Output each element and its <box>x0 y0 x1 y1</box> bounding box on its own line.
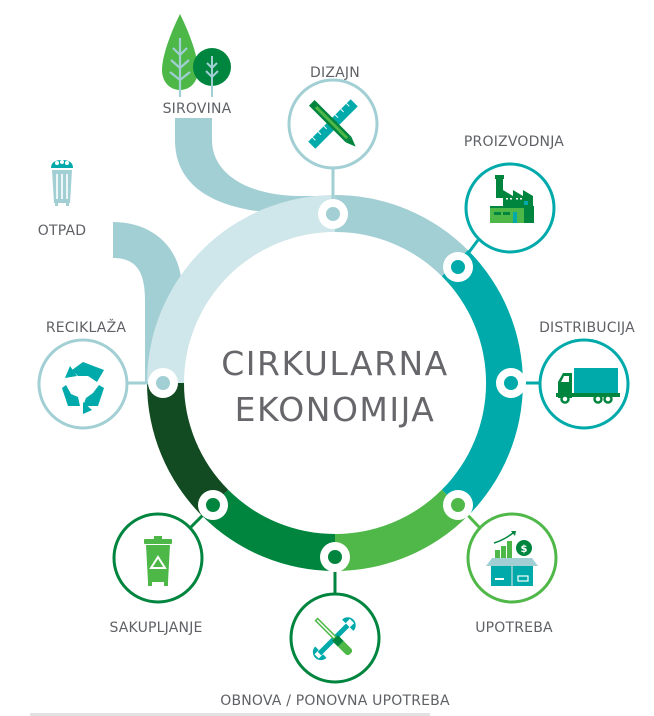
svg-text:$: $ <box>521 544 528 555</box>
obnova-label: OBNOVA / PONOVNA UPOTREBA <box>220 693 450 709</box>
sakupljanje-label: SAKUPLJANJE <box>109 620 202 636</box>
stage-distribucija[interactable]: DISTRIBUCIJA <box>538 320 635 430</box>
tools-icon <box>312 617 356 661</box>
recycle-icon <box>62 362 104 414</box>
stage-upotreba[interactable]: $ UPOTREBA <box>466 512 558 636</box>
ring-segment-sakupljanje-reciklaza <box>147 383 229 516</box>
trees-icon <box>162 14 231 97</box>
truck-icon <box>556 368 620 404</box>
distribucija-label: DISTRIBUCIJA <box>539 320 635 336</box>
clipped-caption <box>30 713 430 716</box>
center-title-line2: EKONOMIJA <box>235 390 436 429</box>
stage-obnova[interactable]: OBNOVA / PONOVNA UPOTREBA <box>220 592 450 709</box>
box-growth-icon: $ <box>486 531 538 586</box>
stage-reciklaza[interactable]: RECIKLAŽA <box>37 318 129 430</box>
ring-segment-dizajn-proizvodnja <box>335 195 468 277</box>
ring-nodes <box>148 199 526 572</box>
ring-segment-obnova-sakupljanje <box>202 489 335 571</box>
node-upotreba <box>443 490 473 520</box>
stage-dizajn[interactable]: DIZAJN <box>287 65 379 170</box>
node-obnova <box>320 542 350 572</box>
node-sakupljanje <box>198 490 228 520</box>
center-title-line1: CIRKULARNA <box>221 344 449 383</box>
dizajn-label: DIZAJN <box>310 65 360 81</box>
sirovina-label: SIROVINA <box>163 101 232 117</box>
proizvodnja-label: PROIZVODNJA <box>464 134 564 150</box>
pencil-ruler-icon <box>308 99 358 149</box>
ring-segment-upotreba-obnova <box>335 489 468 571</box>
reciklaza-label: RECIKLAŽA <box>46 318 127 336</box>
factory-icon <box>490 175 534 223</box>
otpad-label: OTPAD <box>38 223 86 239</box>
node-dizajn <box>318 199 348 229</box>
sirovina-flow <box>175 118 333 214</box>
stage-sirovina[interactable]: SIROVINA <box>162 14 232 117</box>
stage-sakupljanje[interactable]: SAKUPLJANJE <box>109 512 204 636</box>
upotreba-label: UPOTREBA <box>475 620 553 636</box>
ring-segment-proizvodnja-upotreba <box>441 250 523 516</box>
ring-segment-reciklaza-dizajn <box>147 195 335 383</box>
stage-proizvodnja[interactable]: PROIZVODNJA <box>464 134 564 254</box>
node-reciklaza <box>148 368 178 398</box>
node-proizvodnja <box>443 252 473 282</box>
recycle-bin-icon <box>144 536 172 586</box>
node-distribucija <box>496 368 526 398</box>
stage-otpad[interactable]: OTPAD <box>38 160 86 239</box>
trash-can-icon <box>51 160 73 206</box>
economy-ring <box>147 195 523 571</box>
